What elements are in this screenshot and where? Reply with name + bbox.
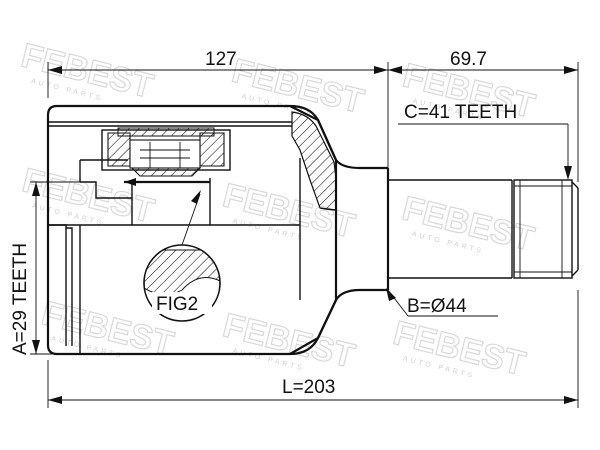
fig2-detail: FIG2: [143, 190, 221, 322]
output-shaft: [386, 168, 579, 290]
dimension-bottom: L=203: [47, 290, 579, 408]
tripod-bearing: [101, 127, 231, 186]
callout-b-diameter: B=Ø44: [386, 288, 498, 317]
b-diameter-label: B=Ø44: [407, 296, 467, 317]
fig2-label: FIG2: [156, 294, 198, 315]
watermark-group: FEBEST AUTO PARTS FEBEST AUTO PARTS FEBE…: [17, 36, 539, 384]
callout-c-teeth: C=41 TEETH: [398, 102, 572, 180]
dimension-top: 127 69.7: [47, 49, 579, 182]
c-teeth-label: C=41 TEETH: [404, 102, 517, 123]
joint-housing: [46, 104, 388, 356]
dim-127-label: 127: [205, 49, 237, 70]
dim-length-label: L=203: [282, 377, 335, 398]
a-teeth-label: A=29 TEETH: [10, 243, 31, 355]
dim-69-7-label: 69.7: [450, 49, 487, 70]
